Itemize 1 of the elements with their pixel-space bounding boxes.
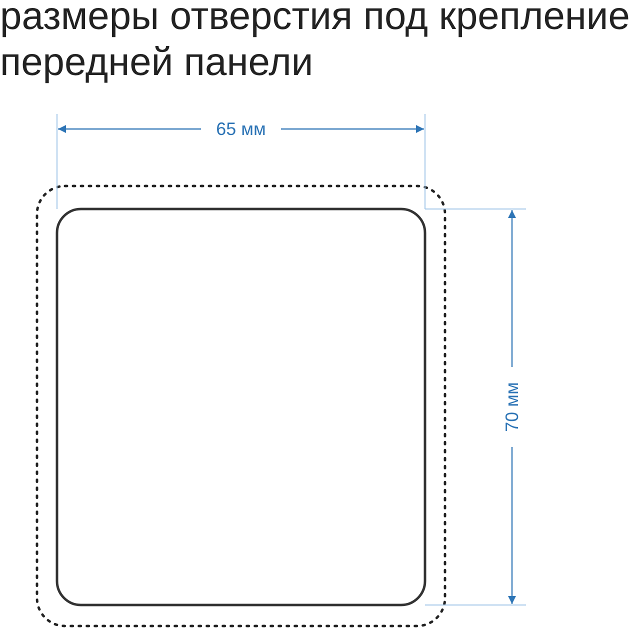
title: размеры отверстия под крепление передней панели: [0, 0, 631, 86]
